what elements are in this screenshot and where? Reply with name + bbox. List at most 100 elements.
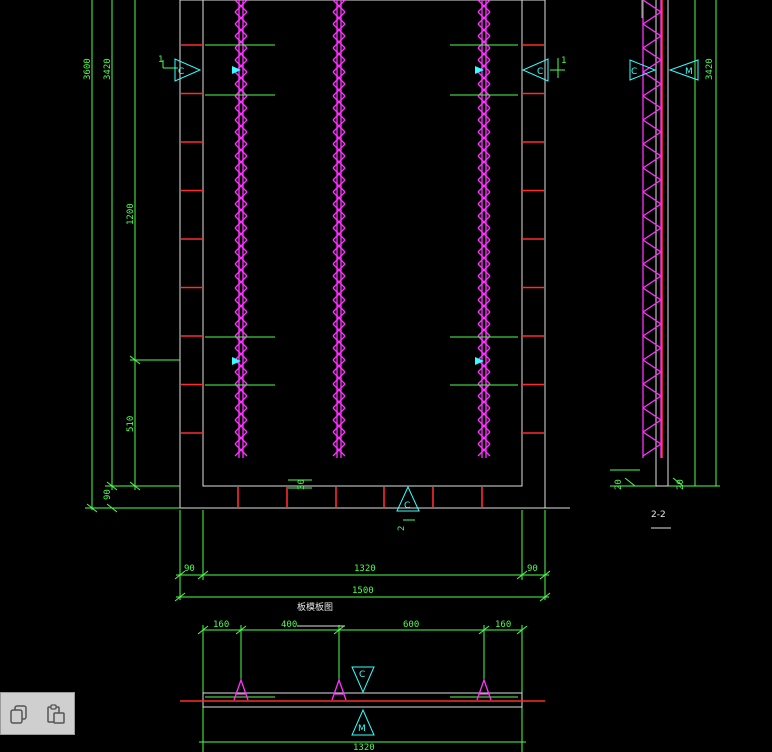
- dim-90-side: 90: [103, 489, 113, 500]
- dim-160-left: 160: [213, 620, 229, 630]
- truss-diagonal: [234, 395, 248, 409]
- truss-diagonal: [234, 299, 248, 313]
- truss-diagonal: [234, 143, 248, 157]
- truss-diagonal: [332, 215, 346, 229]
- truss-diagonal: [332, 395, 346, 409]
- section-truss-diagonal: [642, 407, 662, 421]
- truss-diagonal: [332, 251, 346, 265]
- section-truss-diagonal: [642, 311, 662, 325]
- dim-3420-right: 3420: [705, 58, 715, 80]
- truss-diagonal: [477, 95, 491, 109]
- truss-diagonal: [234, 23, 248, 37]
- plan-title: 板模板图: [297, 601, 345, 627]
- dim-3420-left: 3420: [103, 58, 113, 80]
- paste-icon[interactable]: [43, 701, 69, 727]
- truss-diagonal: [477, 239, 491, 253]
- tri-label-c-right: C: [537, 67, 543, 77]
- truss-diagonal: [332, 275, 346, 289]
- truss-diagonal: [477, 23, 491, 37]
- truss-diagonal: [477, 155, 491, 169]
- dim-1200: 1200: [126, 203, 136, 225]
- section-truss-diagonal: [642, 35, 662, 49]
- dim-160-right: 160: [495, 620, 511, 630]
- section-truss-diagonal: [642, 371, 662, 385]
- lower-elevation: 160 400 600 160 C M 1320: [180, 620, 545, 752]
- truss-diagonal: [234, 59, 248, 73]
- truss-diagonal: [477, 347, 491, 361]
- section-truss-diagonal: [642, 359, 662, 373]
- section-truss-diagonal: [642, 335, 662, 349]
- truss-diagonal: [332, 95, 346, 109]
- section-number-right: 1: [561, 56, 566, 66]
- section-truss-diagonal: [642, 275, 662, 289]
- truss-diagonal: [477, 335, 491, 349]
- truss-diagonal: [234, 131, 248, 145]
- truss-diagonal: [234, 179, 248, 193]
- tri-label-c-bottom: C: [404, 501, 410, 511]
- plan-title-text: 板模板图: [297, 601, 333, 613]
- truss-diagonal: [477, 143, 491, 157]
- truss-diagonal: [332, 131, 346, 145]
- section-truss-diagonal: [642, 251, 662, 265]
- truss-diagonal: [234, 227, 248, 241]
- truss-diagonal: [234, 155, 248, 169]
- section-truss-diagonal: [642, 107, 662, 121]
- section-truss-diagonal: [642, 0, 662, 13]
- truss-diagonal: [477, 0, 491, 13]
- left-dimensions: 3600 3420 1200 510 90: [83, 0, 180, 513]
- dim-510: 510: [126, 416, 136, 432]
- plan-reference-lines: [205, 44, 518, 386]
- truss-diagonal: [234, 335, 248, 349]
- truss-columns: [234, 0, 491, 458]
- section-marker-right: C 1: [521, 56, 566, 82]
- truss-diagonal: [477, 419, 491, 433]
- truss-diagonal: [332, 227, 346, 241]
- section-truss-diagonal: [642, 203, 662, 217]
- truss-diagonal: [332, 203, 346, 217]
- truss-diagonal: [332, 47, 346, 61]
- truss-diagonal: [234, 239, 248, 253]
- section-truss-diagonal: [642, 11, 662, 25]
- section-truss-diagonal: [642, 131, 662, 145]
- section-truss-diagonal: [642, 419, 662, 433]
- truss-diagonal: [234, 71, 248, 85]
- paste-icon-glyph: [47, 703, 65, 724]
- truss-diagonal: [332, 299, 346, 313]
- truss-diagonal: [332, 107, 346, 121]
- dim-30-bottom: 30: [297, 479, 307, 490]
- section-truss-diagonal: [642, 263, 662, 277]
- truss-diagonal: [332, 155, 346, 169]
- tri-label-c-left: C: [178, 67, 184, 77]
- section-truss-diagonal: [642, 347, 662, 361]
- truss-diagonal: [234, 323, 248, 337]
- edge-rebar-stubs: [181, 44, 544, 507]
- truss-diagonal: [332, 431, 346, 445]
- truss-diagonal: [234, 407, 248, 421]
- section-truss-diagonal: [642, 143, 662, 157]
- truss-diagonal: [477, 83, 491, 97]
- truss-diagonal: [234, 275, 248, 289]
- copy-icon[interactable]: [6, 701, 32, 727]
- section-marker-left: C 1: [158, 55, 202, 82]
- truss-diagonal: [332, 35, 346, 49]
- truss-diagonal: [477, 179, 491, 193]
- truss-diagonal: [332, 11, 346, 25]
- section-truss-diagonal: [642, 191, 662, 205]
- dim-1320: 1320: [354, 564, 376, 574]
- truss-diagonal: [234, 95, 248, 109]
- truss-diagonal: [234, 347, 248, 361]
- truss-diagonal: [477, 251, 491, 265]
- truss-diagonal: [332, 59, 346, 73]
- section-truss-diagonal: [642, 431, 662, 445]
- section-truss-diagonal: [642, 59, 662, 73]
- truss-diagonal: [234, 107, 248, 121]
- section-truss-diagonal: [642, 179, 662, 193]
- truss-diagonal: [332, 191, 346, 205]
- truss-diagonal: [332, 263, 346, 277]
- truss-diagonal: [234, 419, 248, 433]
- truss-diagonal: [332, 287, 346, 301]
- truss-diagonal: [477, 263, 491, 277]
- truss-diagonal: [332, 83, 346, 97]
- truss-diagonal: [477, 47, 491, 61]
